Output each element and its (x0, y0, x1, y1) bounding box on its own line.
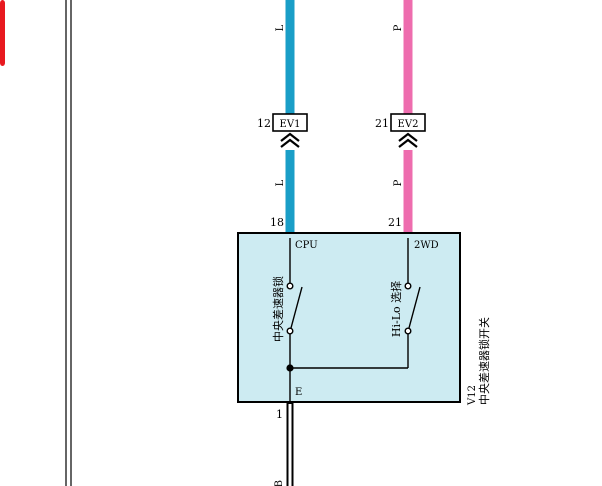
terminal-e-label: E (295, 387, 302, 398)
connector-ev1-label: EV1 (280, 119, 301, 130)
module-box (237, 232, 461, 403)
connector-ev2-pin: 21 (375, 117, 389, 130)
switch-hi-lo-label: Hi-Lo 选择 (389, 281, 403, 337)
connector-ev1-chevron-2 (280, 138, 300, 148)
module-pin-ev1: 18 (270, 216, 284, 229)
wire-ev1-color-bottom: L (275, 179, 286, 186)
connector-ev1-pin: 12 (257, 117, 271, 130)
connector-ev2-label: EV2 (398, 119, 419, 130)
connector-ev2-chevron-1 (398, 132, 418, 142)
wire-ev2-color-top: P (393, 24, 404, 31)
connector-ev2-chevron-2 (398, 138, 418, 148)
switch-center-lock (286, 238, 303, 368)
wire-ev1-color-top: L (275, 24, 286, 31)
switch-hi-lo (404, 238, 421, 368)
red-edge-tab (0, 0, 5, 66)
connector-ev2: EV2 (390, 113, 426, 148)
connector-ev1: EV1 (272, 113, 308, 148)
module-name: 中央差速器锁开关 (477, 317, 491, 405)
connector-ev1-chevron-1 (280, 132, 300, 142)
module-id: V12 (467, 385, 478, 406)
ground-pin: 1 (276, 408, 283, 421)
terminal-cpu-label: CPU (295, 240, 318, 251)
ground-wire-color: B (274, 480, 285, 486)
wire-ev2-color-bottom: P (393, 179, 404, 186)
terminal-2wd-label: 2WD (414, 240, 439, 251)
switch-center-lock-label: 中央差速器锁 (271, 276, 285, 342)
module-pin-ev2: 21 (388, 216, 402, 229)
